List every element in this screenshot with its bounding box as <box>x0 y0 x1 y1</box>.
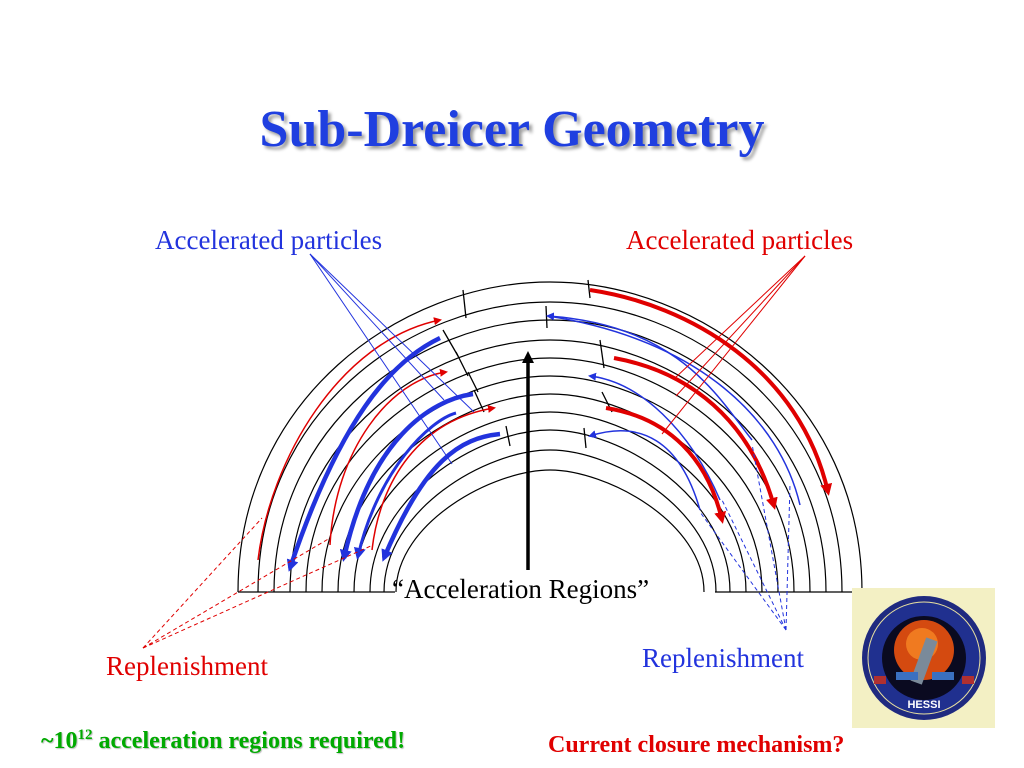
field-line-arcs <box>237 281 863 593</box>
region-boundary-ticks <box>442 279 613 449</box>
replenishment-pointers <box>142 443 791 649</box>
acceleration-regions-label: “Acceleration Regions” <box>392 574 650 604</box>
red-particle-paths <box>257 288 833 561</box>
regions-required-note: ~1012 acceleration regions required! <box>41 727 406 755</box>
replenishment-label-left: Replenishment <box>106 651 268 681</box>
accelerated-particles-label-right: Accelerated particles <box>626 225 854 255</box>
accelerated-particles-label-left: Accelerated particles <box>155 225 383 255</box>
hessi-logo: HESSI <box>852 588 995 728</box>
page-title: Sub-Dreicer Geometry <box>259 101 765 158</box>
logo-text: HESSI <box>907 699 940 711</box>
hessi-logo-graphic: HESSI <box>862 596 986 720</box>
replenishment-label-right: Replenishment <box>642 643 804 673</box>
closure-mechanism-note: Current closure mechanism? <box>548 732 845 758</box>
pointer-lines <box>309 253 806 465</box>
